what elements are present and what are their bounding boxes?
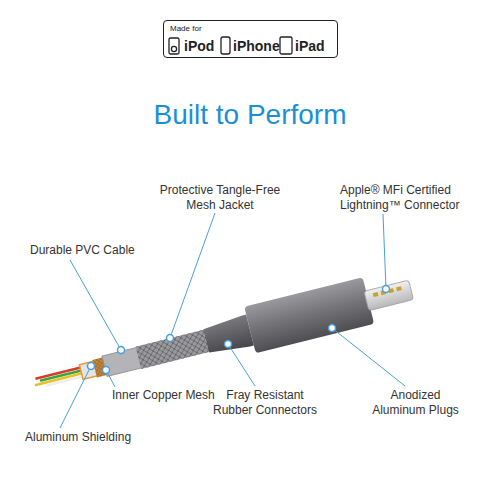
callout-label: Durable PVC Cable xyxy=(30,243,160,258)
badge-box: Made for iPod iPhone iPad xyxy=(163,20,338,58)
cable xyxy=(29,267,417,407)
callout-label: Anodized Aluminum Plugs xyxy=(368,388,463,418)
ipad-icon xyxy=(280,37,292,54)
lightning-tip xyxy=(364,280,413,311)
leader-dot xyxy=(383,286,390,293)
callout-label: Inner Copper Mesh xyxy=(112,388,242,403)
ipod-wheel xyxy=(171,46,176,51)
leader-line xyxy=(60,366,91,428)
device-name: iPod xyxy=(184,38,214,55)
leader-line xyxy=(228,344,255,386)
callout-label: Aluminum Shielding xyxy=(25,430,165,445)
gold-contact xyxy=(396,286,402,291)
device-name: iPad xyxy=(295,38,325,55)
mesh-jacket-texture xyxy=(136,328,215,369)
badge-caption: Made for xyxy=(170,23,202,34)
leader-dot xyxy=(88,363,95,370)
leader-dots xyxy=(88,286,390,374)
gold-contact xyxy=(373,292,379,297)
title: Built to Perform xyxy=(0,98,500,132)
device-name: iPhone xyxy=(233,38,280,55)
callout-label: Apple® MFi Certified Lightning™ Connecto… xyxy=(340,183,470,213)
iphone-icon xyxy=(221,37,230,54)
leader-dot xyxy=(167,335,174,342)
rubber-connector xyxy=(202,314,253,356)
aluminum-plug xyxy=(244,277,374,353)
ipod-icon xyxy=(169,38,179,54)
leader-line xyxy=(383,214,386,289)
leader-dot xyxy=(329,325,336,332)
leader-dot xyxy=(103,367,110,374)
callout-label: Fray Resistant Rubber Connectors xyxy=(210,388,320,418)
leader-line xyxy=(70,260,121,350)
leader-dot xyxy=(225,341,232,348)
leader-dot xyxy=(118,347,125,354)
callout-label: Protective Tangle-Free Mesh Jacket xyxy=(150,183,290,213)
mesh-jacket xyxy=(136,328,215,369)
leader-line xyxy=(170,213,215,338)
leader-line xyxy=(332,328,405,386)
wire xyxy=(35,372,87,385)
